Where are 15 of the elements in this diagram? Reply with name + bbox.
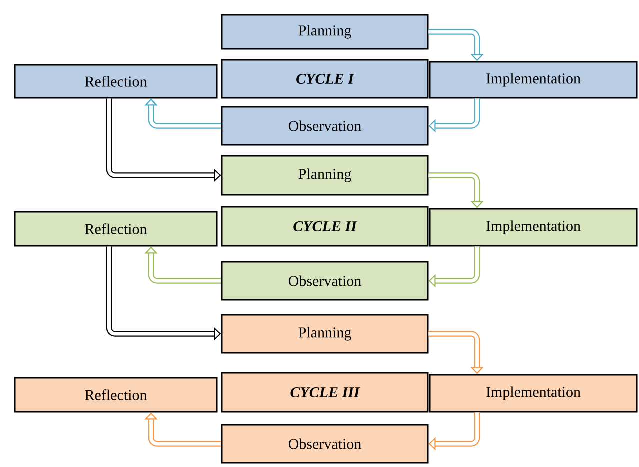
process-box: Reflection xyxy=(14,377,218,413)
process-box: Implementation xyxy=(429,374,638,413)
process-box: Planning xyxy=(221,14,429,50)
process-box: Implementation xyxy=(429,61,638,99)
process-box: Observation xyxy=(221,106,429,146)
cycle-box: CYCLE II xyxy=(221,206,429,247)
cycle-box: CYCLE III xyxy=(221,372,429,413)
process-box: Reflection xyxy=(14,211,218,247)
process-box: Reflection xyxy=(14,64,218,99)
process-box: Planning xyxy=(221,314,429,354)
process-box: Observation xyxy=(221,261,429,301)
process-box: Implementation xyxy=(429,208,638,247)
process-box: Observation xyxy=(221,424,429,464)
cycle-box: CYCLE I xyxy=(221,59,429,99)
process-box: Planning xyxy=(221,155,429,196)
